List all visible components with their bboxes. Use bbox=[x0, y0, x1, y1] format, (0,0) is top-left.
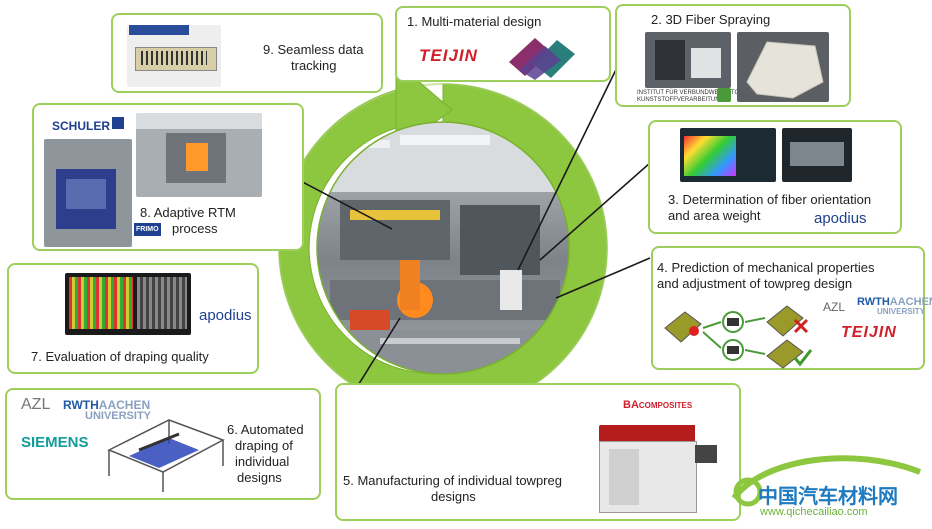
ivw-mark bbox=[717, 88, 731, 102]
schuler-mark bbox=[112, 117, 124, 129]
ba-composites-logo: BACOMPOSITES bbox=[623, 399, 693, 411]
siemens-logo: SIEMENS bbox=[21, 434, 89, 451]
rtm-cell-image bbox=[136, 113, 262, 197]
azl-logo-4: AZL bbox=[823, 300, 846, 314]
towpreg-machine-image bbox=[599, 425, 719, 515]
factory-photo bbox=[317, 122, 569, 374]
step-6-box: AZL RWTHAACHEN UNIVERSITY SIEMENS 6. Aut… bbox=[5, 388, 321, 500]
fiber-orientation-scan-image bbox=[680, 128, 776, 182]
fiber-spraying-machine-image bbox=[645, 32, 731, 88]
draping-robot-cad-image bbox=[107, 419, 225, 492]
fiber-orientation-software-image bbox=[782, 128, 852, 182]
watermark: 中国汽车材料网 www.qichecailiao.com bbox=[720, 455, 930, 526]
azl-logo-6: AZL bbox=[21, 396, 51, 413]
watermark-cn: 中国汽车材料网 bbox=[758, 486, 898, 508]
watermark-url: www.qichecailiao.com bbox=[760, 506, 868, 518]
teijin-logo-4: TEIJIN bbox=[841, 324, 897, 341]
apodius-logo-7: apodius bbox=[199, 307, 252, 324]
teijin-logo: TEIJIN bbox=[419, 46, 478, 65]
apodius-logo-3: apodius bbox=[814, 210, 867, 227]
step-1-box: 1. Multi-material design TEIJIN bbox=[395, 6, 611, 82]
schuler-logo: SCHULER bbox=[52, 119, 111, 133]
data-tag-image bbox=[127, 25, 221, 87]
sprayed-preform-image bbox=[737, 32, 829, 102]
step-2-box: 2. 3D Fiber Spraying INSTITUT FÜR VERBUN… bbox=[615, 4, 851, 107]
towpreg-prediction-diagram bbox=[664, 305, 813, 369]
draping-quality-scan-image bbox=[65, 273, 191, 335]
rwth-logo-6: RWTHAACHEN UNIVERSITY bbox=[63, 398, 152, 422]
rtm-press-image bbox=[44, 139, 132, 247]
multi-material-image bbox=[505, 32, 585, 80]
rwth-logo-4: RWTHAACHEN UNIVERSITY bbox=[857, 296, 932, 317]
step-2-label: 2. 3D Fiber Spraying bbox=[651, 12, 771, 27]
step-7-label: 7. Evaluation of draping quality bbox=[31, 349, 209, 364]
step-1-label: 1. Multi-material design bbox=[407, 14, 542, 29]
frimo-logo: FRIMO bbox=[134, 223, 161, 236]
step-7-box: apodius 7. Evaluation of draping quality bbox=[7, 263, 259, 374]
watermark-swoosh-icon bbox=[731, 455, 922, 507]
